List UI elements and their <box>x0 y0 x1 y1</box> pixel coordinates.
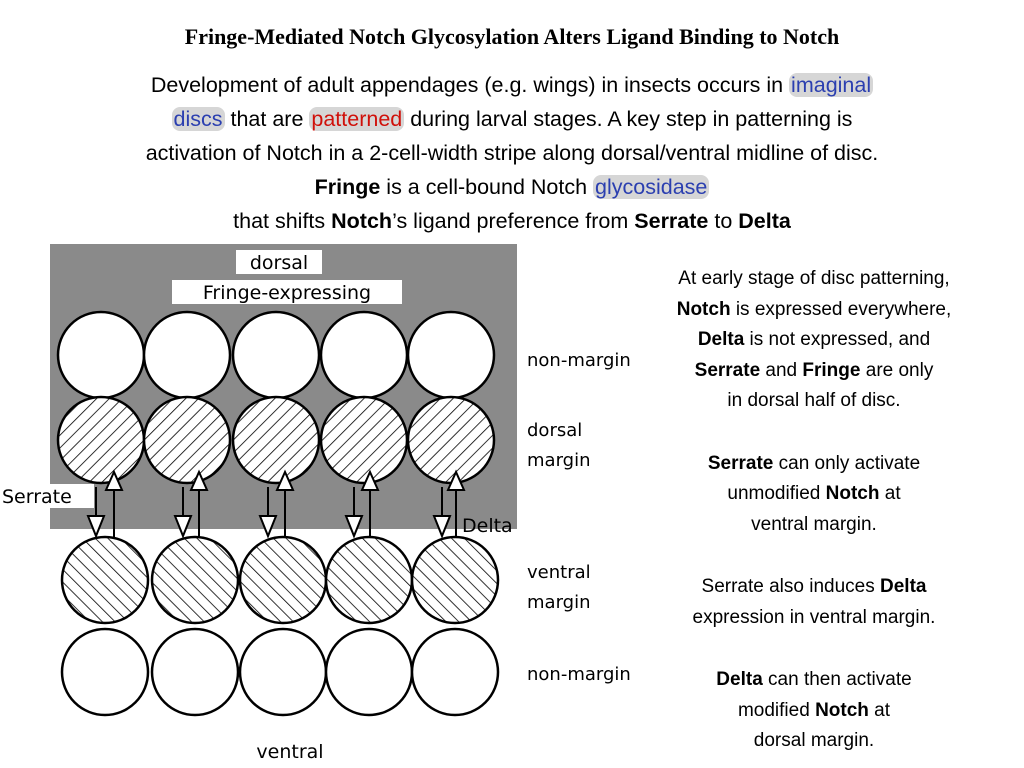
signaling-arrows <box>86 469 466 540</box>
dorsal-label-box <box>236 250 322 274</box>
intro-line-5: that shifts Notch’s ligand preference fr… <box>233 209 791 233</box>
serrate-label-box <box>0 484 94 508</box>
row-labels: non-margin dorsal margin ventral margin … <box>527 350 631 685</box>
explanation-para-1: At early stage of disc patterning, Notch… <box>676 268 952 411</box>
intro-line-2: discs that are patterned during larval s… <box>171 107 853 131</box>
cell <box>150 627 240 717</box>
cell <box>60 535 150 625</box>
ventral-label: ventral <box>256 741 323 763</box>
cell <box>238 627 328 717</box>
fringe-expressing-label: Fringe-expressing <box>203 282 371 304</box>
cell <box>142 310 232 400</box>
fringe-label-box <box>172 280 402 304</box>
cell <box>319 310 409 400</box>
notch-disc-diagram: dorsal Fringe-expressing Serrat <box>0 244 631 763</box>
ventral-margin-row <box>60 535 500 625</box>
cell <box>150 535 240 625</box>
explanation-para-3: Serrate also induces Delta expression in… <box>692 576 936 628</box>
dorsal-nonmargin-row <box>56 310 496 400</box>
cell <box>231 310 321 400</box>
serrate-label: Serrate <box>2 486 72 508</box>
cell <box>231 395 321 485</box>
cell <box>56 395 146 485</box>
cell <box>410 535 500 625</box>
cell <box>406 395 496 485</box>
glycosidase-link[interactable]: glycosidase <box>593 175 710 199</box>
intro-text: Development of adult appendages (e.g. wi… <box>10 68 1014 238</box>
ventral-margin-label-1: ventral <box>527 562 591 583</box>
ventral-nonmargin-row <box>60 627 500 717</box>
imaginal-link[interactable]: imaginal <box>789 73 874 97</box>
cell <box>410 627 500 717</box>
cell <box>319 395 409 485</box>
intro-line-3: activation of Notch in a 2-cell-width st… <box>145 141 879 165</box>
intro-line-1: Development of adult appendages (e.g. wi… <box>150 73 874 97</box>
patterned-link[interactable]: patterned <box>309 107 405 131</box>
cell <box>406 310 496 400</box>
discs-link[interactable]: discs <box>171 107 225 131</box>
dorsal-label: dorsal <box>250 252 308 274</box>
explanation-para-4: Delta can then activate modified Notch a… <box>716 669 912 751</box>
cell <box>238 535 328 625</box>
cell <box>60 627 150 717</box>
cell <box>324 535 414 625</box>
nonmargin-bottom-label: non-margin <box>527 664 631 685</box>
ventral-margin-label-2: margin <box>527 592 590 613</box>
dorsal-margin-row <box>56 395 496 485</box>
cell <box>324 627 414 717</box>
dorsal-margin-label-2: margin <box>527 450 590 471</box>
nonmargin-top-label: non-margin <box>527 350 631 371</box>
delta-label: Delta <box>462 515 513 537</box>
dorsal-margin-label-1: dorsal <box>527 420 582 441</box>
cell <box>56 310 146 400</box>
explanation-panel: At early stage of disc patterning, Notch… <box>624 264 1004 757</box>
cell <box>142 395 232 485</box>
explanation-para-2: Serrate can only activate unmodified Not… <box>707 452 921 535</box>
intro-line-4: Fringe is a cell-bound Notch glycosidase <box>314 175 710 199</box>
page-title: Fringe-Mediated Notch Glycosylation Alte… <box>184 24 840 49</box>
